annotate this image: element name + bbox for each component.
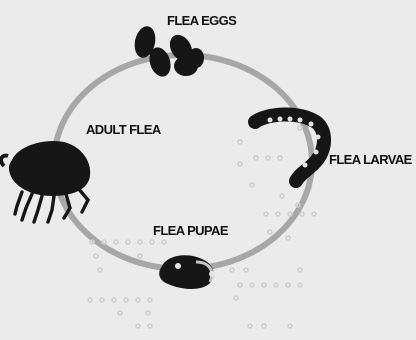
flea-larvae-label: FLEA LARVAE: [329, 152, 412, 167]
adult-flea-label: ADULT FLEA: [86, 122, 161, 137]
flea-eggs-illustration: [132, 24, 204, 79]
adult-flea-illustration: [1, 141, 90, 222]
flea-pupae-label: FLEA PUPAE: [153, 223, 228, 238]
flea-pupa-illustration: [159, 255, 215, 289]
flea-eggs-label: FLEA EGGS: [167, 13, 236, 28]
